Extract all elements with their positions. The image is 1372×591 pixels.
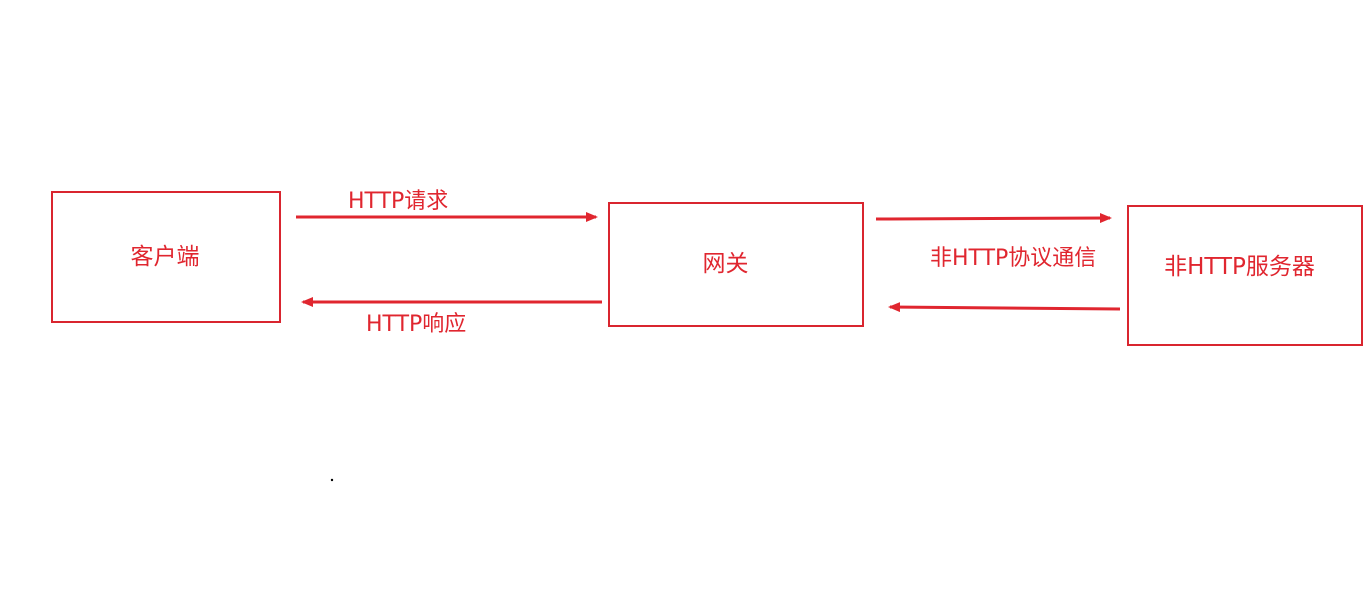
- server-to-gateway-arrow: [888, 302, 1121, 313]
- http-response-label: HTTP响应: [366, 312, 467, 337]
- gateway-label: 网关: [702, 251, 749, 277]
- gateway-to-server-arrow: [875, 213, 1112, 224]
- http-request-label: HTTP请求: [348, 189, 449, 214]
- stray-dot: [330, 478, 334, 482]
- client-label: 客户端: [130, 243, 200, 270]
- client-box: 客户端: [51, 191, 281, 323]
- non-http-comm-label: 非HTTP协议通信: [930, 246, 1097, 271]
- gateway-box: 网关: [608, 202, 864, 327]
- server-label: 非HTTP服务器: [1164, 254, 1315, 280]
- server-box: 非HTTP服务器: [1127, 205, 1363, 346]
